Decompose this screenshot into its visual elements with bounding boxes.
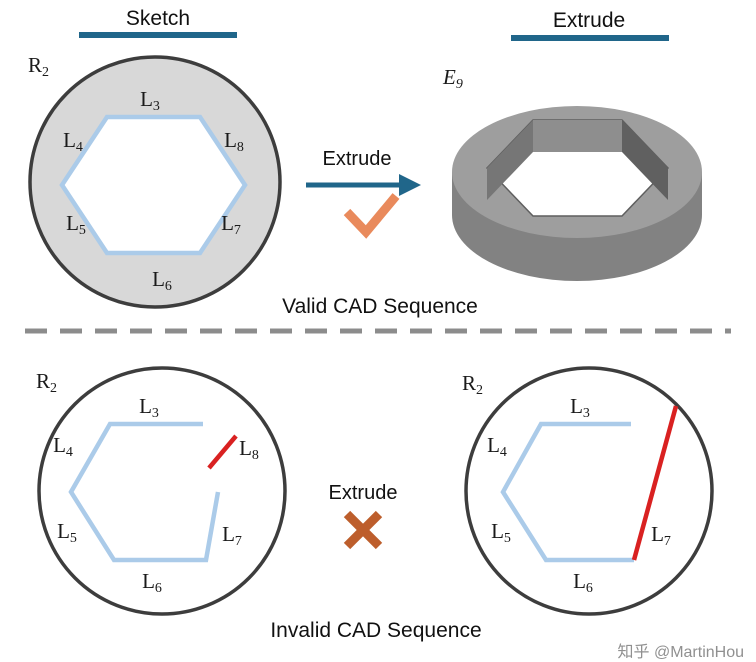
extrude-title: Extrude: [553, 9, 625, 32]
label-l6: L6: [573, 569, 593, 596]
checkmark-icon: [343, 193, 400, 239]
label-l3: L3: [139, 394, 159, 421]
label-r2: R2: [462, 371, 483, 398]
label-e9: E9: [442, 65, 463, 92]
hex-hole-wall-left: [487, 120, 533, 200]
invalid-left-red-edge-l8: [207, 434, 238, 470]
invalid-caption: Invalid CAD Sequence: [270, 619, 481, 642]
label-l6: L6: [152, 267, 172, 294]
label-l4: L4: [53, 433, 73, 460]
invalid-right-sketch: R2 L3 L4 L5 L6 L7: [462, 366, 714, 616]
cross-icon-stroke-2: [343, 510, 383, 550]
extrude-label: Extrude: [329, 482, 398, 504]
label-l5: L5: [57, 519, 77, 546]
label-l7: L7: [651, 522, 671, 549]
extrude-arrow-label: Extrude: [323, 148, 392, 170]
hexagon-profile: [59, 114, 248, 256]
label-l4: L4: [487, 433, 507, 460]
label-l4: L4: [63, 128, 83, 155]
extrude-title-underline: [511, 35, 669, 41]
invalid-transition: Extrude: [329, 482, 398, 550]
watermark: 知乎 @MartinHou: [618, 643, 745, 661]
label-l3: L3: [140, 87, 160, 114]
label-l5: L5: [66, 211, 86, 238]
valid-sketch: R2 L3 L4 L8 L5 L7 L6: [28, 53, 282, 309]
sketch-title: Sketch: [126, 7, 190, 30]
invalid-right-red-edge-l7: [631, 405, 679, 561]
extruded-solid: E9: [442, 65, 702, 281]
invalid-right-hex-edges: [500, 421, 634, 563]
hex-hole-wall-right: [622, 120, 668, 200]
label-l7: L7: [221, 211, 241, 238]
invalid-left-sketch: R2 L3 L4 L8 L5 L7 L6: [36, 366, 287, 616]
label-l8: L8: [239, 436, 259, 463]
extrude-arrow-head: [399, 174, 421, 196]
invalid-left-circle: [37, 366, 287, 616]
label-l7: L7: [222, 522, 242, 549]
sketch-title-underline: [79, 32, 237, 38]
label-r2: R2: [28, 53, 49, 80]
hex-hole-wall-back: [533, 120, 622, 152]
label-l8: L8: [224, 128, 244, 155]
label-r2: R2: [36, 369, 57, 396]
valid-transition: Extrude: [306, 148, 421, 239]
invalid-right-circle: [464, 366, 714, 616]
valid-caption: Valid CAD Sequence: [282, 295, 478, 318]
label-l6: L6: [142, 569, 162, 596]
label-l5: L5: [491, 519, 511, 546]
invalid-left-hex-edges: [68, 421, 221, 563]
label-l3: L3: [570, 394, 590, 421]
